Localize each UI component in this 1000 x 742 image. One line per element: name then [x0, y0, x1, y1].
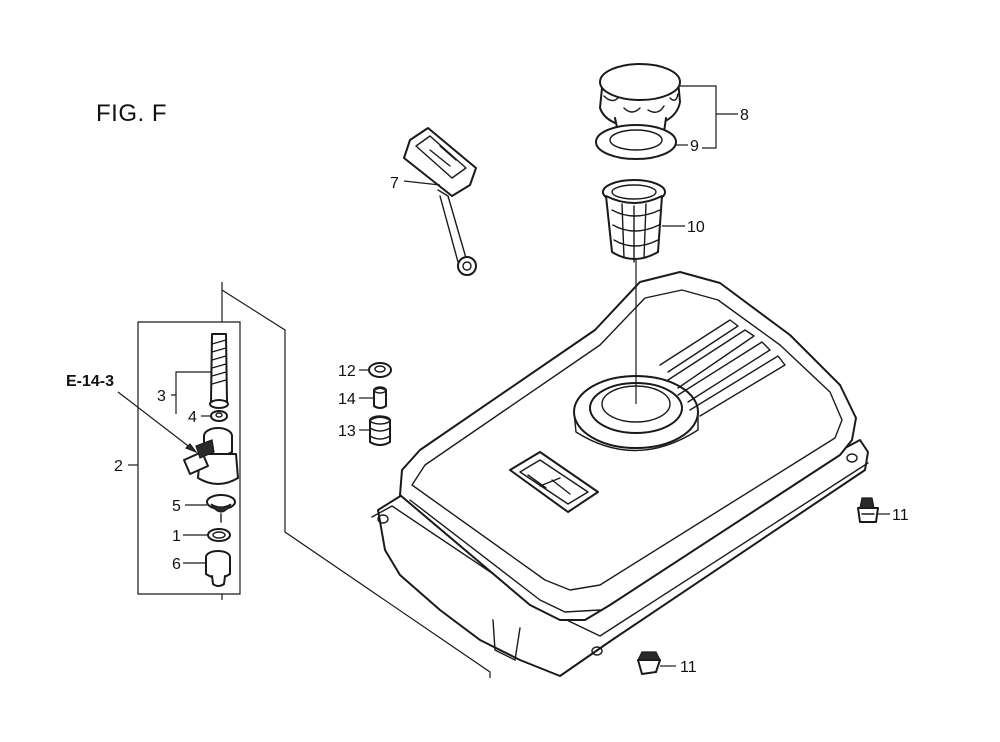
cap-gasket — [595, 124, 677, 160]
callout-labels: 8 9 10 7 12 14 13 11 11 3 4 2 5 1 6 E-14… — [66, 107, 909, 676]
callout-4: 4 — [188, 409, 197, 426]
callout-1: 1 — [172, 528, 181, 545]
filler-neck — [573, 375, 699, 452]
fuel-cock-assembly-box — [137, 282, 491, 678]
clip-11-right — [857, 497, 879, 523]
tank-top-contour — [411, 289, 843, 591]
callout-9: 9 — [690, 138, 699, 155]
callout-2: 2 — [114, 458, 123, 475]
callout-7: 7 — [390, 175, 399, 192]
flange-hole-front — [591, 646, 603, 656]
callout-11-bottom: 11 — [680, 659, 697, 676]
callout-12: 12 — [338, 363, 356, 380]
tank-ribs — [659, 319, 786, 417]
reference-e-14-3: E-14-3 — [66, 373, 114, 390]
washer-4 — [210, 410, 228, 422]
callout-5: 5 — [172, 498, 181, 515]
callout-8: 8 — [740, 107, 749, 124]
collar-14 — [373, 386, 387, 409]
fuel-tank — [371, 260, 869, 677]
rubber-mount-13 — [369, 415, 391, 446]
flange-hole-left — [377, 514, 389, 524]
strainer-5 — [206, 494, 236, 523]
fuel-gauge-window — [509, 451, 599, 513]
fuel-cock-body — [183, 427, 239, 485]
callout-6: 6 — [172, 556, 181, 573]
tank-bottom-recess — [492, 619, 521, 661]
flange-hole-right — [846, 453, 858, 463]
fuel-gauge — [403, 127, 477, 276]
leader-lines — [117, 85, 890, 667]
bolt-3 — [209, 333, 229, 409]
fuel-filter — [602, 179, 666, 263]
tank-side-ridge — [409, 499, 601, 613]
callout-13: 13 — [338, 423, 356, 440]
figure-title: FIG. F — [96, 100, 167, 127]
fuel-cup-6 — [205, 550, 231, 587]
o-ring-1 — [207, 528, 231, 542]
washer-12 — [368, 362, 392, 378]
callout-10: 10 — [687, 219, 705, 236]
callout-11-right: 11 — [892, 507, 909, 524]
callout-14: 14 — [338, 391, 356, 408]
clip-11-bottom — [637, 651, 661, 675]
callout-3: 3 — [157, 388, 166, 405]
